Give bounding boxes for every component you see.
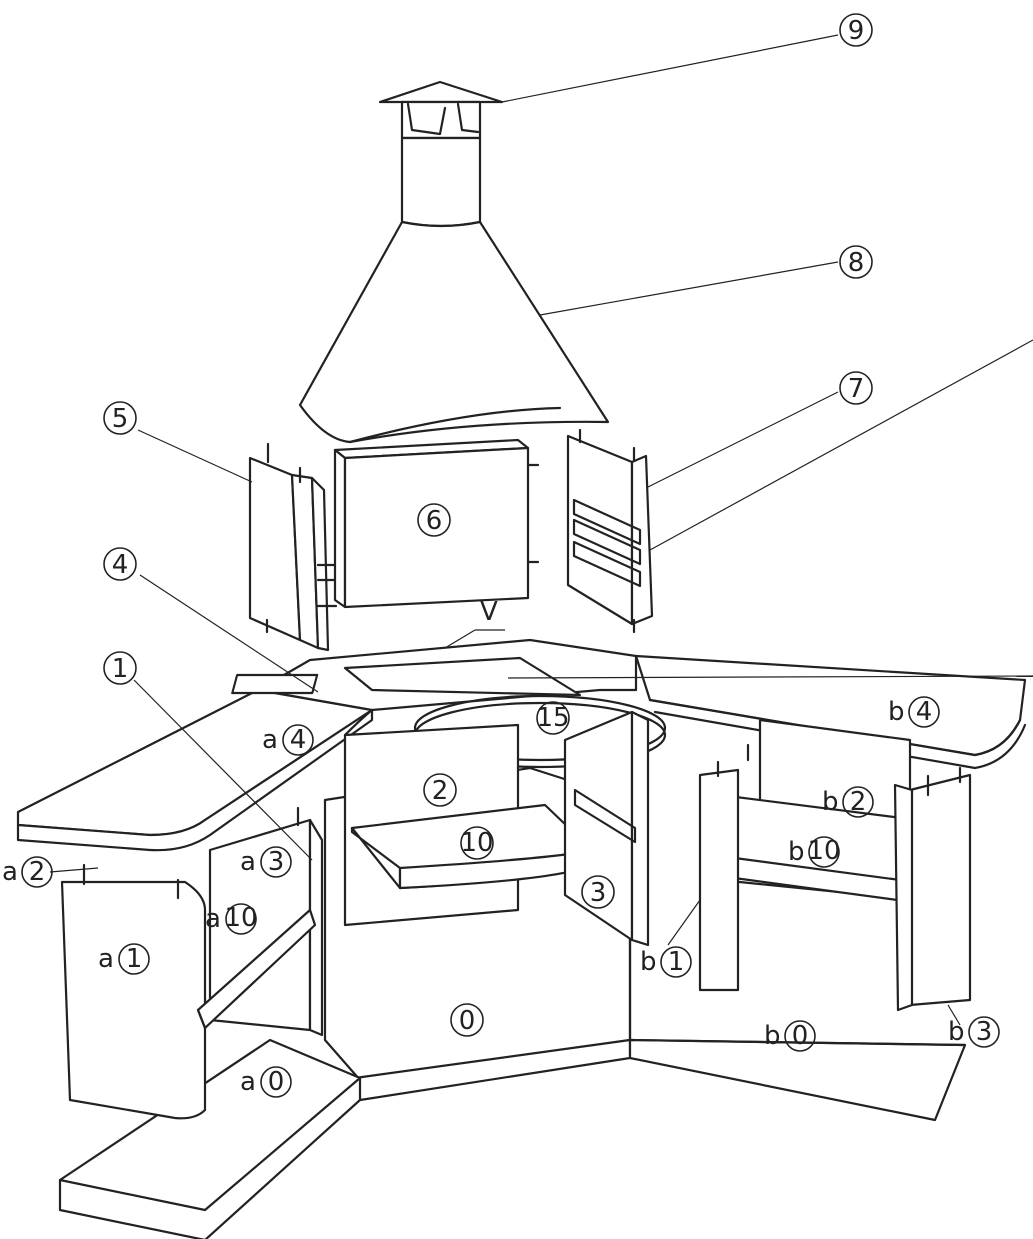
label-b2-num: 2: [850, 787, 867, 817]
label-b10-prefix: b: [788, 837, 805, 867]
callout-8: 8: [839, 245, 873, 279]
label-a4-prefix: a: [262, 725, 278, 755]
callout-15: 15: [536, 701, 570, 735]
label-b3: b 3: [948, 1016, 1000, 1048]
label-a1-num: 1: [126, 944, 143, 974]
label-b3-prefix: b: [948, 1017, 965, 1047]
label-a4-num: 4: [290, 725, 307, 755]
label-a3-prefix: a: [240, 847, 256, 877]
callout-0: 0: [450, 1003, 484, 1037]
callout-7-text: 7: [848, 374, 865, 404]
callout-1-text: 1: [112, 654, 129, 684]
callout-0-text: 0: [459, 1006, 476, 1036]
chimney-cap: [378, 80, 504, 140]
label-b0-num: 0: [792, 1021, 809, 1051]
callout-6-text: 6: [426, 506, 443, 536]
label-b1: b 1: [640, 946, 692, 978]
callout-8-text: 8: [848, 248, 865, 278]
counter-top-b4: [634, 654, 1027, 770]
label-b10-num: 10: [807, 836, 840, 866]
callout-9: 9: [839, 13, 873, 47]
label-a4: a 4: [262, 724, 314, 756]
label-a10-num: 10: [224, 903, 257, 933]
callout-1: 1: [103, 651, 137, 685]
callout-2-text: 2: [432, 776, 449, 806]
label-b2-prefix: b: [822, 787, 839, 817]
hood: [298, 220, 610, 444]
label-b4: b 4: [888, 696, 940, 728]
center-side-wall-3: [563, 710, 650, 947]
callout-15-text: 15: [536, 703, 569, 733]
label-b4-num: 4: [916, 697, 933, 727]
label-b0: b 0: [764, 1020, 816, 1052]
callout-3: 3: [581, 875, 615, 909]
back-wall-6: [333, 438, 540, 609]
label-a0-prefix: a: [240, 1067, 256, 1097]
v-label: V: [480, 597, 498, 627]
label-a0-num: 0: [268, 1067, 285, 1097]
leader-lines: [49, 34, 1033, 1026]
callout-5: 5: [103, 401, 137, 435]
label-b1-prefix: b: [640, 947, 657, 977]
callout-4-text: 4: [112, 550, 129, 580]
left-side-wall-5: [248, 442, 338, 652]
label-a1-prefix: a: [98, 944, 114, 974]
label-b4-prefix: b: [888, 697, 905, 727]
callout-5-text: 5: [112, 404, 129, 434]
label-a3: a 3: [240, 846, 292, 878]
label-a10-prefix: a: [205, 904, 221, 934]
callout-9-text: 9: [848, 16, 865, 46]
callout-10: 10: [460, 826, 494, 860]
label-b2: b 2: [822, 786, 874, 818]
cabinet-panel-a1: [60, 806, 324, 1120]
label-a0: a 0: [240, 1066, 292, 1098]
callout-4: 4: [103, 547, 137, 581]
callout-3-text: 3: [590, 878, 607, 908]
label-a1: a 1: [98, 943, 150, 975]
cabinet-b: [698, 718, 972, 1012]
label-a2-num: 2: [29, 857, 46, 887]
label-b1-num: 1: [668, 947, 685, 977]
label-a2-prefix: a: [2, 857, 18, 887]
label-a3-num: 3: [268, 847, 285, 877]
callout-7: 7: [839, 371, 873, 405]
label-a2: a 2: [2, 856, 53, 888]
label-a10: a 10: [205, 903, 258, 935]
callout-2: 2: [423, 773, 457, 807]
label-b10: b 10: [788, 836, 841, 868]
chimney-pipe: [400, 136, 482, 228]
counter-top-a4: [16, 688, 374, 852]
right-side-wall-7: [566, 428, 654, 634]
callout-10-text: 10: [460, 828, 493, 858]
label-b3-num: 3: [976, 1017, 993, 1047]
callout-6: 6: [417, 503, 451, 537]
counter-top-4: [231, 638, 638, 742]
label-b0-prefix: b: [764, 1021, 781, 1051]
